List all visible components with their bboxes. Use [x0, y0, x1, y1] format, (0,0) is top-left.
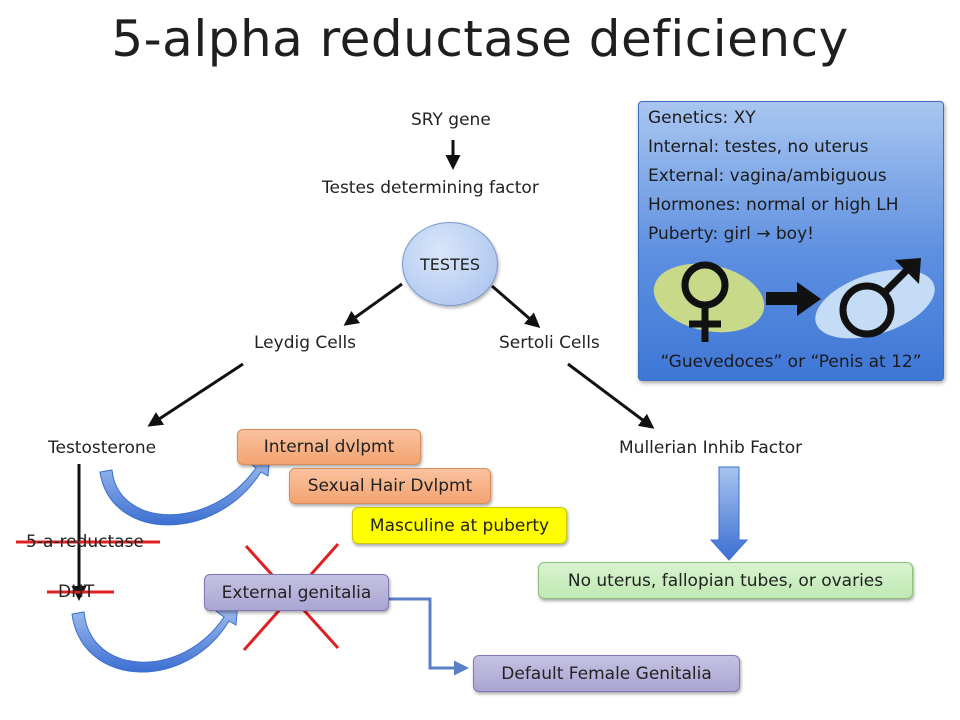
testosterone-label: Testosterone: [48, 438, 157, 458]
external-genitalia-box: External genitalia: [204, 574, 389, 611]
sexual-hair-box: Sexual Hair Dvlpmt: [289, 468, 491, 504]
no-uterus-text: No uterus, fallopian tubes, or ovaries: [567, 570, 884, 591]
internal-dvlpmt-box: Internal dvlpmt: [237, 429, 421, 465]
sry-gene-label: SRY gene: [411, 110, 491, 130]
curved-arrow-to-external: [71, 600, 239, 673]
arrow-testes-to-leydig: [343, 282, 403, 326]
guevedoces-quote: “Guevedoces” or “Penis at 12”: [660, 352, 922, 372]
arrow-sertoli-to-mif: [567, 362, 655, 429]
info-internal: Internal: testes, no uterus: [648, 137, 869, 157]
elbow-connector-to-default-female: [388, 597, 469, 676]
slide-title: 5-alpha reductase deficiency: [111, 10, 849, 68]
info-puberty-suffix: boy!: [775, 224, 814, 244]
internal-dvlpmt-text: Internal dvlpmt: [263, 437, 395, 457]
tdf-label: Testes determining factor: [322, 178, 539, 198]
info-panel: Genetics: XY Internal: testes, no uterus…: [638, 101, 944, 381]
venus-symbol-icon: [653, 261, 765, 342]
external-genitalia-text: External genitalia: [221, 582, 372, 603]
no-uterus-box: No uterus, fallopian tubes, or ovaries: [538, 562, 913, 599]
masculine-puberty-text: Masculine at puberty: [369, 515, 550, 536]
masculine-puberty-box: Masculine at puberty: [352, 507, 567, 544]
info-genetics: Genetics: XY: [648, 108, 756, 128]
mars-symbol-icon: [815, 258, 935, 339]
arrow-testes-to-sertoli: [491, 284, 541, 328]
dht-label: DHT: [58, 582, 95, 602]
sexual-hair-text: Sexual Hair Dvlpmt: [307, 476, 473, 496]
testes-node: TESTES: [402, 222, 498, 306]
curved-arrow-to-internal: [99, 451, 271, 526]
sertoli-cells-label: Sertoli Cells: [499, 333, 600, 353]
default-female-text: Default Female Genitalia: [501, 663, 712, 684]
reductase-label: 5-a-reductase: [26, 532, 144, 552]
mif-label: Mullerian Inhib Factor: [619, 438, 803, 458]
info-external: External: vagina/ambiguous: [648, 166, 887, 186]
arrow-right-icon: [766, 282, 821, 316]
info-puberty-prefix: Puberty: girl: [648, 224, 751, 244]
gender-symbols: [653, 258, 935, 342]
info-puberty: Puberty: girl → boy!: [648, 224, 814, 244]
info-hormones: Hormones: normal or high LH: [648, 195, 899, 215]
arrow-leydig-to-testosterone: [147, 362, 244, 427]
testes-label: TESTES: [419, 254, 481, 274]
leydig-cells-label: Leydig Cells: [254, 333, 357, 353]
down-arrow-mif: [709, 466, 749, 561]
puberty-arrow-icon: →: [756, 224, 771, 244]
default-female-box: Default Female Genitalia: [473, 655, 740, 692]
